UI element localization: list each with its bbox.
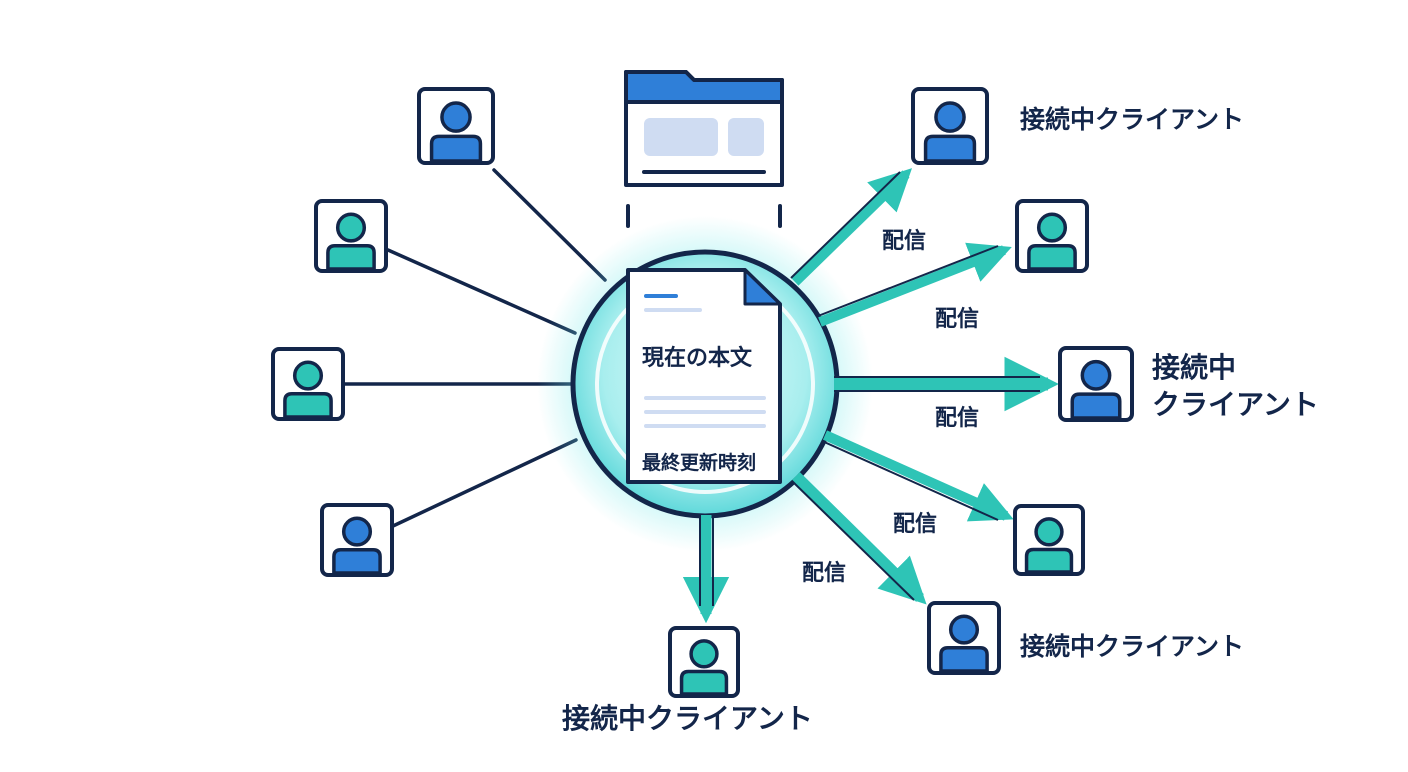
user-icon: [417, 87, 495, 165]
distribute-label: 配信: [893, 512, 938, 537]
incoming-connectors: [343, 168, 607, 528]
distribute-label: 配信: [935, 406, 980, 431]
connector-line: [391, 438, 578, 528]
distribute-label: 配信: [882, 229, 927, 254]
folder-icon: [624, 70, 784, 228]
document-icon: [626, 268, 782, 484]
arrow-icon: [818, 242, 1012, 327]
user-icon: [1013, 504, 1085, 576]
distribute-label: 配信: [802, 561, 847, 586]
user-icon: [314, 199, 388, 273]
arrow-icon: [822, 430, 1014, 522]
connector-line: [492, 168, 607, 282]
user-icon: [320, 503, 394, 577]
user-icon: [1058, 346, 1134, 422]
client-label-line2: クライアント: [1152, 388, 1319, 421]
client-label: 接続中クライアント: [1020, 632, 1245, 661]
document-title: 現在の本文: [642, 346, 753, 371]
user-icon: [1015, 199, 1089, 273]
distribution-arrows: [682, 168, 1059, 624]
distribute-label: 配信: [935, 307, 980, 332]
arrow-icon: [792, 472, 927, 605]
user-icon: [911, 87, 989, 165]
user-icon: [927, 601, 1001, 675]
client-label-line1: 接続中: [1152, 351, 1237, 384]
arrow-icon: [791, 168, 913, 286]
document-timestamp: 最終更新時刻: [642, 452, 757, 474]
client-label: 接続中クライアント: [1020, 105, 1245, 134]
client-label: 接続中クライアント: [562, 702, 813, 735]
user-icon: [668, 626, 740, 698]
connector-line: [386, 248, 577, 335]
arrow-outlines: [699, 171, 1040, 606]
user-icon: [271, 347, 345, 421]
client-user-icons: [271, 87, 1134, 698]
